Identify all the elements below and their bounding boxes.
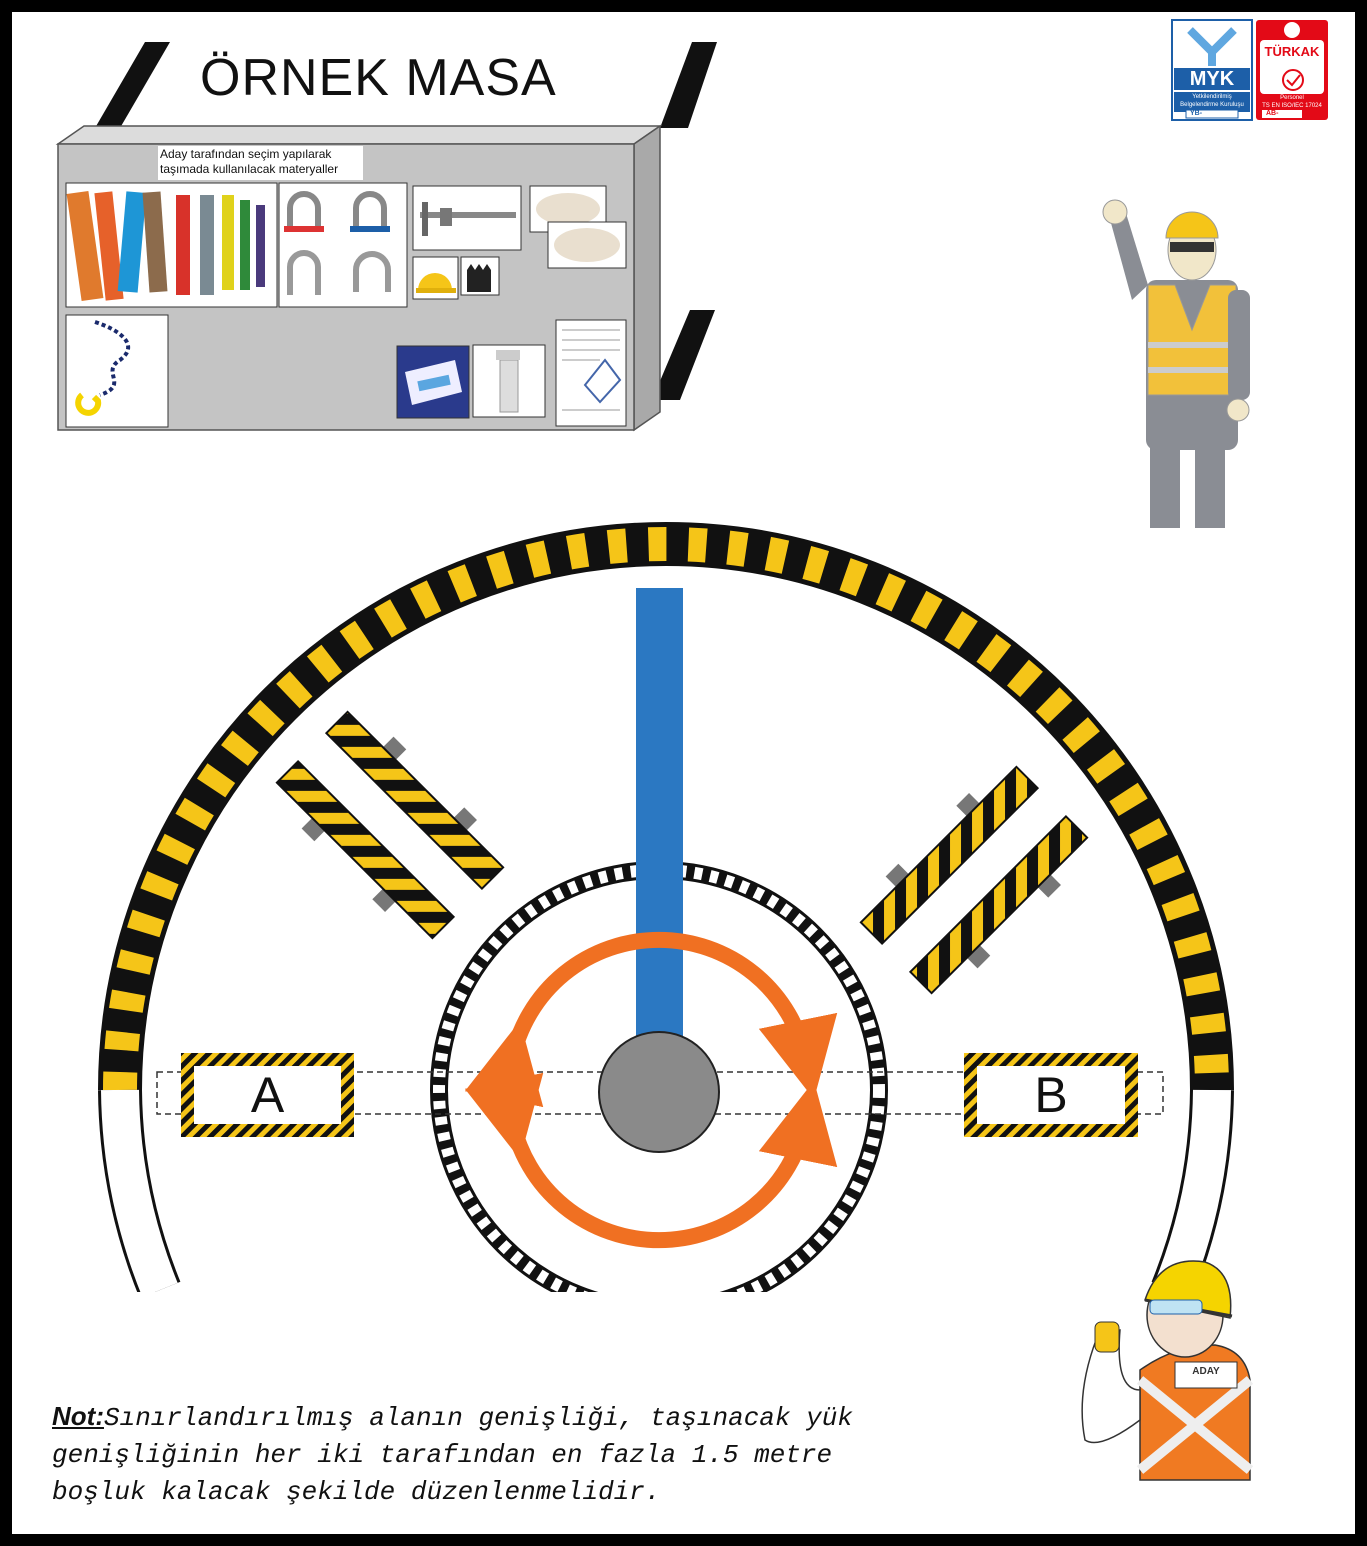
turkak-logo-sub1: Personel <box>1256 94 1328 102</box>
turkak-logo-code: AB- <box>1266 110 1278 118</box>
note-line1: Sınırlandırılmış alanın genişliği, taşın… <box>104 1403 853 1433</box>
note-line2: genişliğinin her iki tarafından en fazla… <box>52 1437 1012 1474</box>
diagram-crop <box>12 1292 1012 1392</box>
caliper-icon <box>413 186 521 250</box>
candidate-vest-label: ADAY <box>1175 1366 1237 1377</box>
page-title: ÖRNEK MASA <box>200 48 557 108</box>
turkak-logo-sub2: TS EN ISO/IEC 17024 <box>1256 102 1328 110</box>
flagman-icon <box>1103 200 1250 528</box>
crane-pivot-icon <box>599 1032 719 1152</box>
myk-logo-sub1: Yetkilendirilmiş <box>1174 93 1250 101</box>
crane-boom <box>636 588 683 1068</box>
right-timber-support <box>850 756 1097 1003</box>
table-caption: Aday tarafından seçim yapılarak taşımada… <box>160 147 365 177</box>
chain-hook-icon <box>66 315 168 427</box>
myk-logo-sub2: Belgelendirme Kuruluşu <box>1174 101 1250 109</box>
left-timber-support <box>266 701 513 948</box>
myk-logo-text: MYK <box>1176 68 1248 90</box>
spray-bottle-icon <box>473 345 545 417</box>
note-text: Not:Sınırlandırılmış alanın genişliği, t… <box>52 1398 1012 1511</box>
gloves-icon <box>461 257 499 295</box>
note-line3: boşluk kalacak şekilde düzenlenmelidir. <box>52 1474 1012 1511</box>
document-icon <box>556 320 626 426</box>
table-caption-line1: Aday tarafından seçim yapılarak <box>160 147 365 162</box>
turkak-logo-sub: Personel TS EN ISO/IEC 17024 <box>1256 94 1328 110</box>
sling-icon <box>66 183 277 307</box>
box-icon <box>397 346 469 418</box>
myk-logo-code: YB- <box>1190 110 1202 118</box>
zone-b-label: B <box>977 1066 1125 1124</box>
helmet-icon <box>413 257 458 299</box>
shackle-icon <box>279 183 407 307</box>
note-label: Not: <box>52 1401 104 1431</box>
myk-logo-sub: Yetkilendirilmiş Belgelendirme Kuruluşu <box>1174 93 1250 109</box>
table-caption-line2: taşımada kullanılacak materyaller <box>160 162 365 177</box>
zone-a-label: A <box>194 1066 341 1124</box>
turkak-logo-text: TÜRKAK <box>1256 44 1328 59</box>
